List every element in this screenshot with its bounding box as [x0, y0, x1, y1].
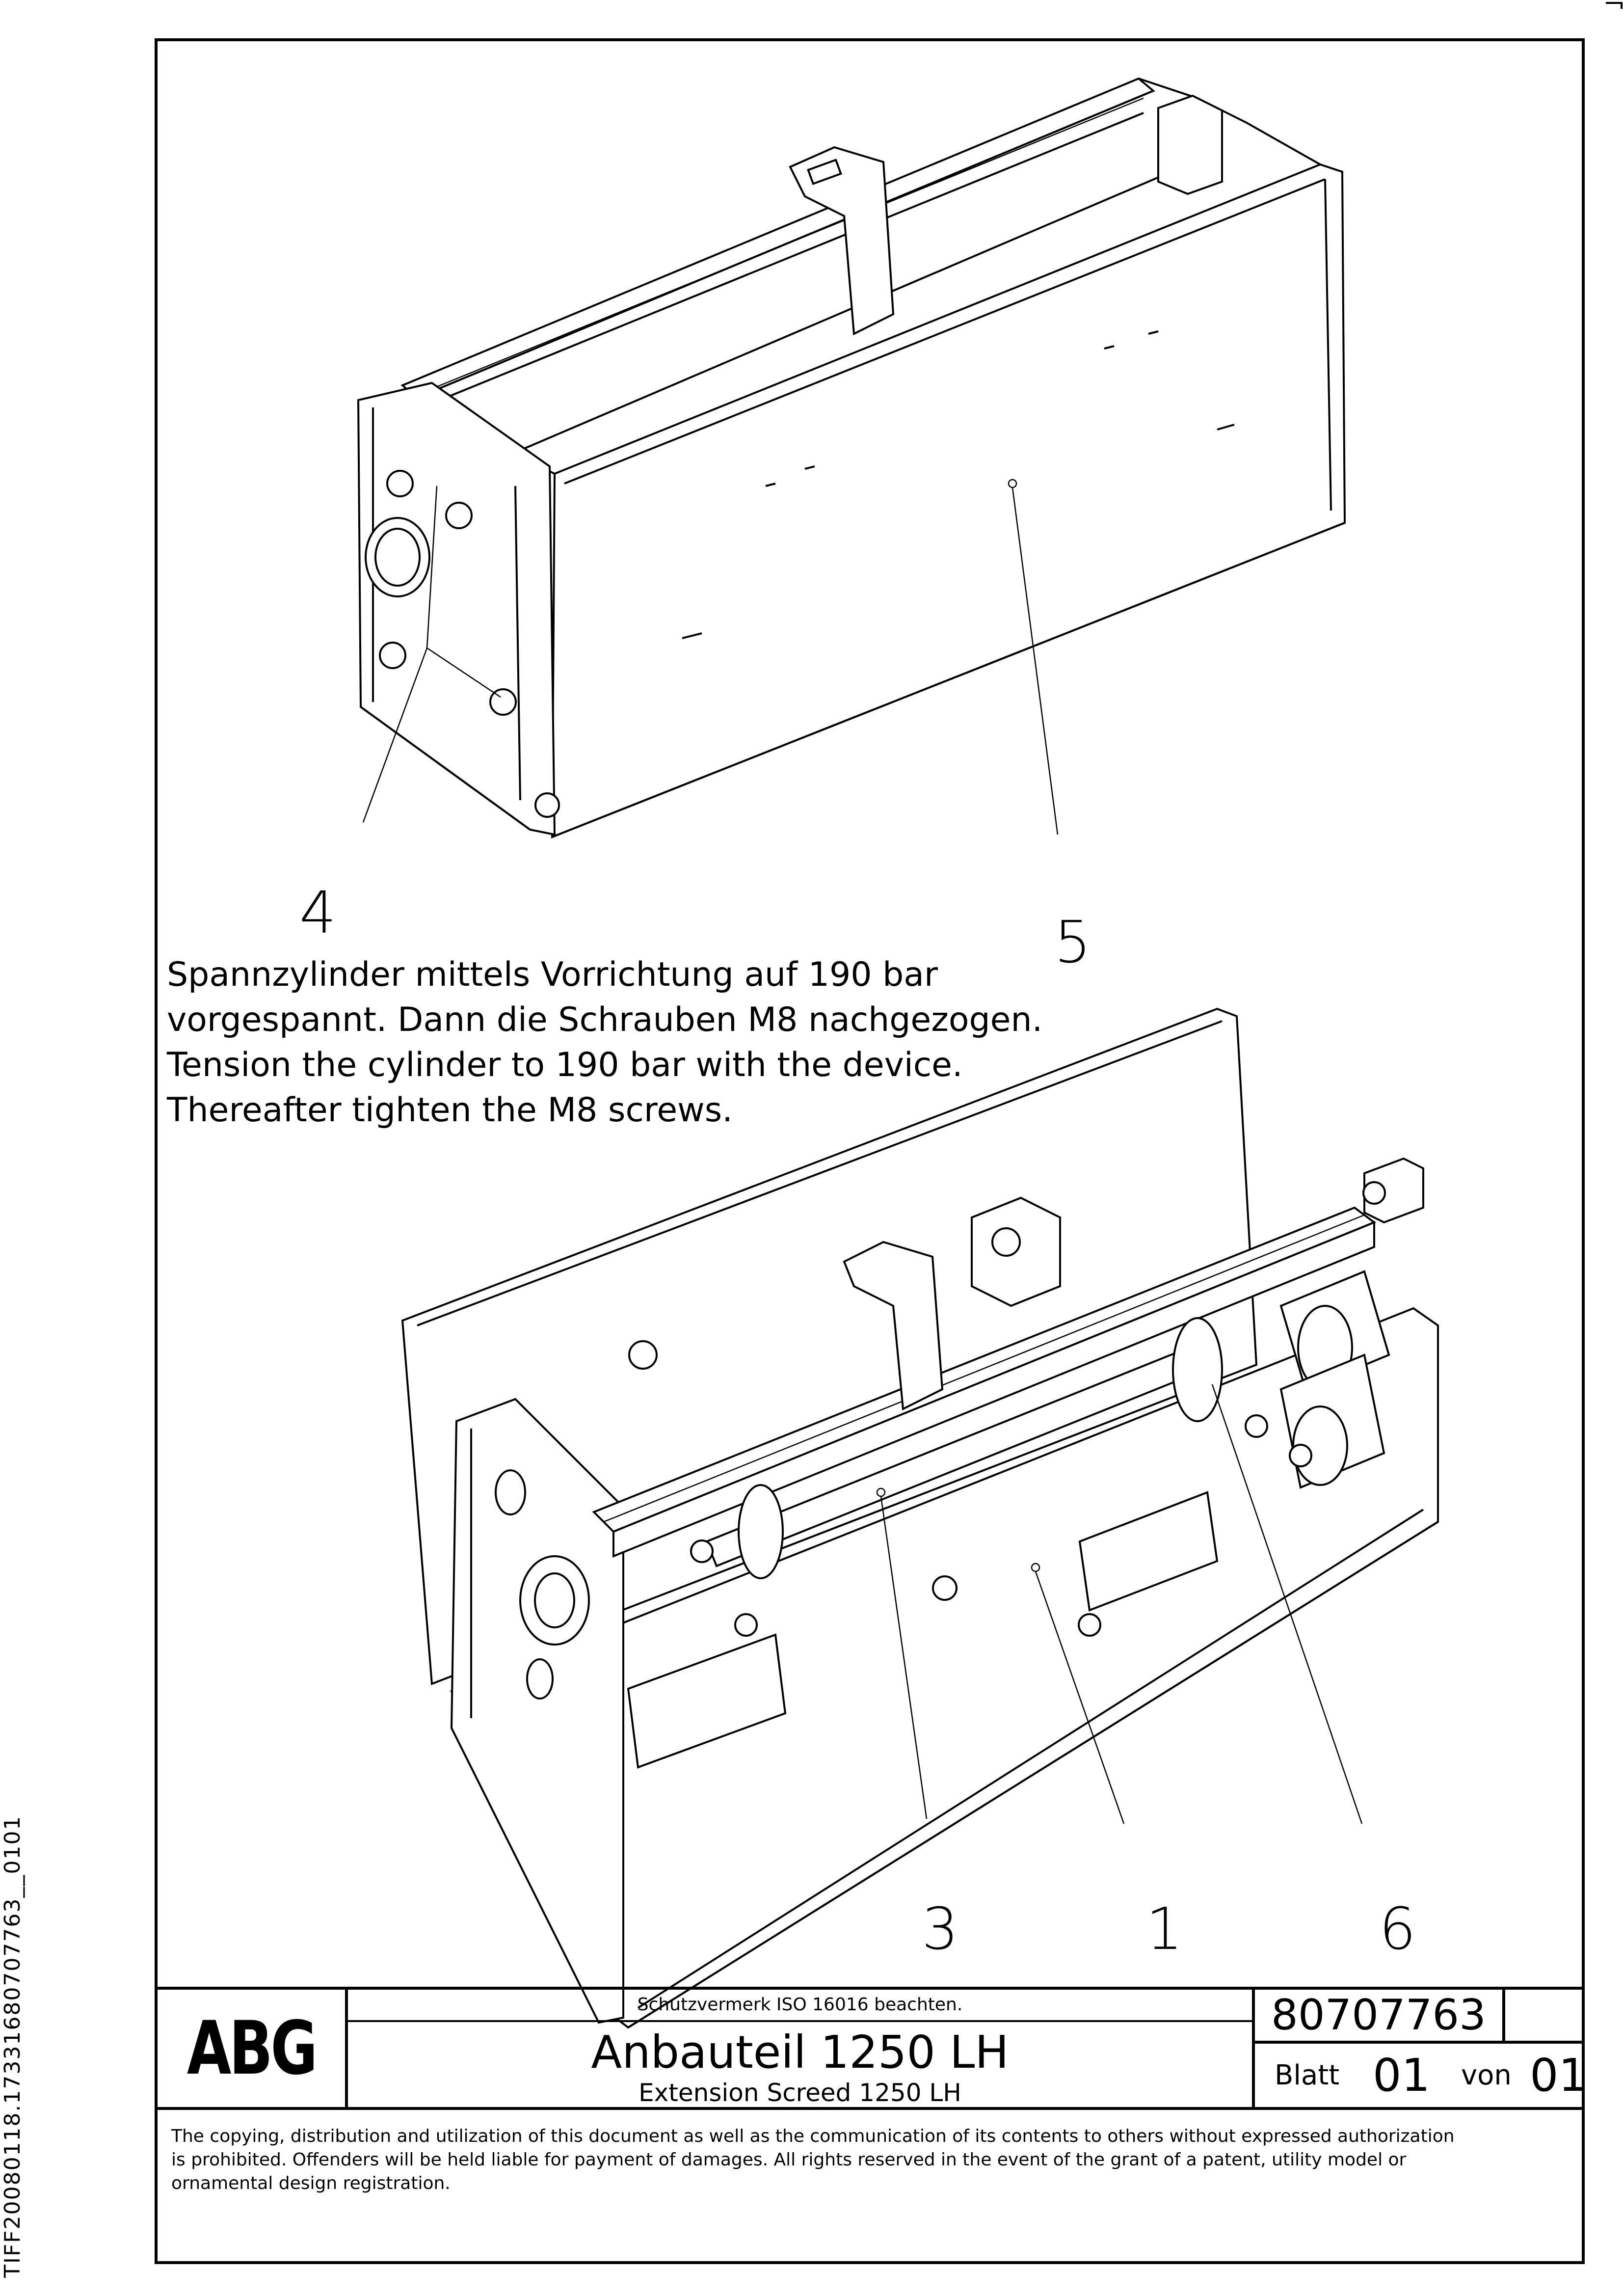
note-line: Spannzylinder mittels Vorrichtung auf 19… [167, 955, 938, 994]
copyright-line: is prohibited. Offenders will be held li… [171, 2150, 1407, 2170]
callout-6: 6 [1379, 1895, 1416, 1963]
assembly-note: Spannzylinder mittels Vorrichtung auf 19… [167, 952, 1050, 1133]
lower-end-plate [450, 1398, 624, 2024]
lower-assembly-view [401, 1007, 1439, 2029]
callout-3: 3 [922, 1895, 959, 1963]
copyright-notice: The copying, distribution and utilizatio… [158, 2107, 1582, 2261]
title-block-numbering: 80707763 Blatt 01 von 01 [1255, 1990, 1587, 2107]
lower-roller-right [1172, 1317, 1223, 1422]
copyright-line: The copying, distribution and utilizatio… [171, 2126, 1455, 2146]
title-block-description: Schutzvermerk ISO 16016 beachten. Anbaut… [348, 1990, 1255, 2107]
leader-4 [362, 648, 428, 823]
upper-lifting-bracket [789, 146, 895, 336]
leader-6 [1211, 1384, 1363, 1824]
upper-cover-panel [551, 163, 1346, 838]
title-block: ABG Schutzvermerk ISO 16016 beachten. An… [158, 1987, 1587, 2107]
lower-end-bore [519, 1555, 590, 1646]
revision-cell [1505, 1990, 1582, 2044]
protection-note: Schutzvermerk ISO 16016 beachten. [348, 1990, 1252, 2022]
leader-5 [1011, 487, 1059, 835]
note-line: vorgespannt. Dann die Schrauben M8 nachg… [167, 1000, 1043, 1039]
drawing-subtitle: Extension Screed 1250 LH [639, 2079, 961, 2107]
sheet-value: 01 [1373, 2049, 1431, 2102]
note-line: Tension the cylinder to 190 bar with the… [167, 1046, 963, 1084]
lower-roller-left [738, 1484, 784, 1579]
corner-mark [1606, 2, 1623, 9]
lower-cover-plate-right [1078, 1491, 1219, 1612]
lower-cover-plate-left [627, 1633, 787, 1769]
note-line: Thereafter tighten the M8 screws. [167, 1091, 733, 1130]
leader-3 [880, 1496, 928, 1819]
company-logo: ABG [158, 1990, 348, 2107]
callout-5: 5 [1054, 908, 1091, 976]
callout-1: 1 [1146, 1895, 1183, 1963]
upper-end-plate [357, 381, 556, 836]
callout-4: 4 [299, 879, 337, 946]
leader-1 [1035, 1571, 1125, 1824]
drawing-title: Anbauteil 1250 LH [591, 2026, 1009, 2079]
of-value: 01 [1530, 2049, 1588, 2102]
drawing-frame [155, 38, 1585, 2264]
drawing-number: 80707763 [1255, 1990, 1505, 2044]
sheet-label: Blatt [1275, 2059, 1340, 2091]
of-label: von [1461, 2059, 1512, 2091]
logo-text: ABG [187, 2005, 318, 2091]
upper-assembly-view [357, 77, 1346, 838]
upper-right-bracket [1157, 94, 1223, 195]
sheet-info: Blatt 01 von 01 [1255, 2044, 1587, 2107]
copyright-line: ornamental design registration. [171, 2173, 451, 2193]
lower-lifting-bracket [843, 1241, 944, 1411]
